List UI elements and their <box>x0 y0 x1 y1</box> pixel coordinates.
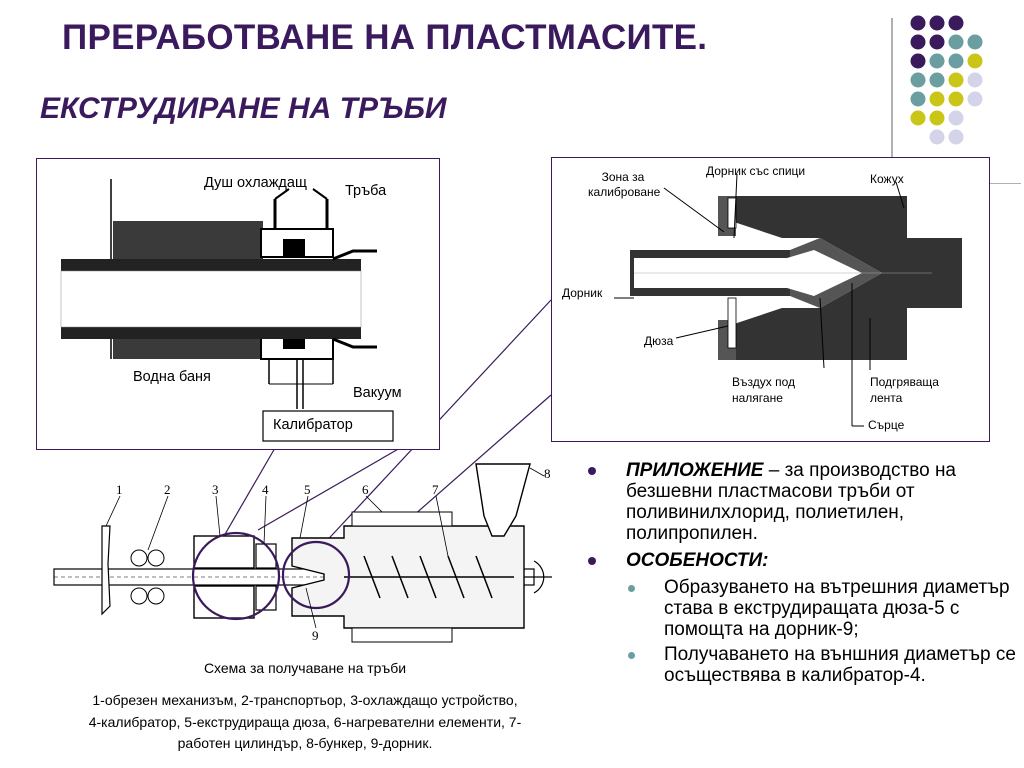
decorative-dot <box>948 53 964 69</box>
legend-line-1: 1-обрезен механизъм, 2-транспортьор, 3-о… <box>92 692 518 708</box>
bullet-application: ПРИЛОЖЕНИЕ – за производство на безшевни… <box>588 460 1018 544</box>
application-text: – за производство на безшевни пластмасов… <box>626 460 957 544</box>
decorative-dot <box>929 129 945 145</box>
decorative-dot <box>967 72 983 88</box>
decorative-dot <box>948 129 964 145</box>
bullet-features: ОСОБЕНОСТИ: <box>588 550 1018 571</box>
extrusion-die-cross-section <box>614 173 962 427</box>
application-term: ПРИЛОЖЕНИЕ <box>626 460 764 481</box>
bullet-dot <box>588 467 596 475</box>
slide-title: ПРЕРАБОТВАНЕ НА ПЛАСТМАСИТЕ. <box>62 18 708 57</box>
extrusion-die-detail-panel: Зона за калиброване Дорник със спици Кож… <box>551 157 990 442</box>
sub-bullet-dot <box>628 652 635 659</box>
mandrel-label: Дорник <box>562 286 603 300</box>
sub-bullet-text: Получаването на външния диаметър се осъщ… <box>664 644 1016 686</box>
sub-bullet-inner-diameter: Образуването на вътрешния диаметър става… <box>588 577 1018 640</box>
decorative-dot <box>910 34 926 50</box>
calibrator-label: Калибратор <box>273 417 353 433</box>
decorative-dot <box>929 53 945 69</box>
core-label: Сърце <box>868 418 905 432</box>
schematic-caption: Схема за получаване на тръби <box>203 660 407 676</box>
decorative-dot <box>910 110 926 126</box>
legend-line-3: работен цилиндър, 8-бункер, 9-дорник. <box>177 735 433 751</box>
part-number-1: 1 <box>116 482 123 497</box>
decorative-dot <box>929 34 945 50</box>
extrusion-line-schematic: 1 2 3 4 5 6 7 8 9 <box>53 463 552 643</box>
slide-subtitle: ЕКСТРУДИРАНЕ НА ТРЪБИ <box>40 92 447 125</box>
sub-bullet-dot <box>628 585 635 592</box>
calibrator-detail-panel: Душ охлаждащ Тръба Водна баня Вакуум Кал… <box>36 158 440 450</box>
decorative-dot <box>948 15 964 31</box>
decorative-dot <box>948 110 964 126</box>
decorative-dot <box>967 53 983 69</box>
nozzle-label: Дюза <box>644 334 674 348</box>
legend-line-2: 4-калибратор, 5-екструдираща дюза, 6-наг… <box>88 714 522 730</box>
decorative-dot <box>929 91 945 107</box>
decorative-dot <box>910 53 926 69</box>
decorative-dot <box>929 110 945 126</box>
spoke-mandrel-label: Дорник със спици <box>706 164 806 178</box>
water-bath-label: Водна баня <box>133 369 211 385</box>
part-number-3: 3 <box>212 482 219 497</box>
calibration-zone-label: Зона за калиброване <box>588 170 661 199</box>
decorative-dot <box>929 15 945 31</box>
decorative-dot <box>929 72 945 88</box>
vacuum-label: Вакуум <box>353 385 402 401</box>
pipe-label: Тръба <box>345 183 387 199</box>
housing-label: Кожух <box>870 172 904 186</box>
decorative-dot <box>948 72 964 88</box>
decorative-dot <box>948 34 964 50</box>
part-number-9: 9 <box>312 628 319 643</box>
part-number-4: 4 <box>262 482 269 497</box>
decorative-dot <box>948 91 964 107</box>
bullet-list: ПРИЛОЖЕНИЕ – за производство на безшевни… <box>588 460 1018 690</box>
heater-band-label: Подгряваща лента <box>870 375 939 405</box>
decorative-dot <box>967 34 983 50</box>
part-number-7: 7 <box>432 482 439 497</box>
sub-bullet-text: Образуването на вътрешния диаметър става… <box>664 577 1010 640</box>
part-number-6: 6 <box>362 482 369 497</box>
decorative-dot <box>910 91 926 107</box>
part-number-5: 5 <box>304 482 311 497</box>
pressurized-air-label: Въздух под налягане <box>732 375 795 405</box>
shower-cooling-label: Душ охлаждащ <box>204 175 307 191</box>
sub-bullet-outer-diameter: Получаването на външния диаметър се осъщ… <box>588 644 1018 686</box>
bullet-dot <box>588 557 596 565</box>
part-number-2: 2 <box>164 482 171 497</box>
decorative-vertical-line <box>891 18 893 188</box>
calibrator-cross-section <box>60 179 394 442</box>
decorative-dot <box>967 91 983 107</box>
decorative-dot <box>910 15 926 31</box>
decorative-dot-grid <box>910 15 983 145</box>
decorative-dot <box>910 72 926 88</box>
part-number-8: 8 <box>544 466 551 481</box>
features-term: ОСОБЕНОСТИ: <box>626 550 769 571</box>
